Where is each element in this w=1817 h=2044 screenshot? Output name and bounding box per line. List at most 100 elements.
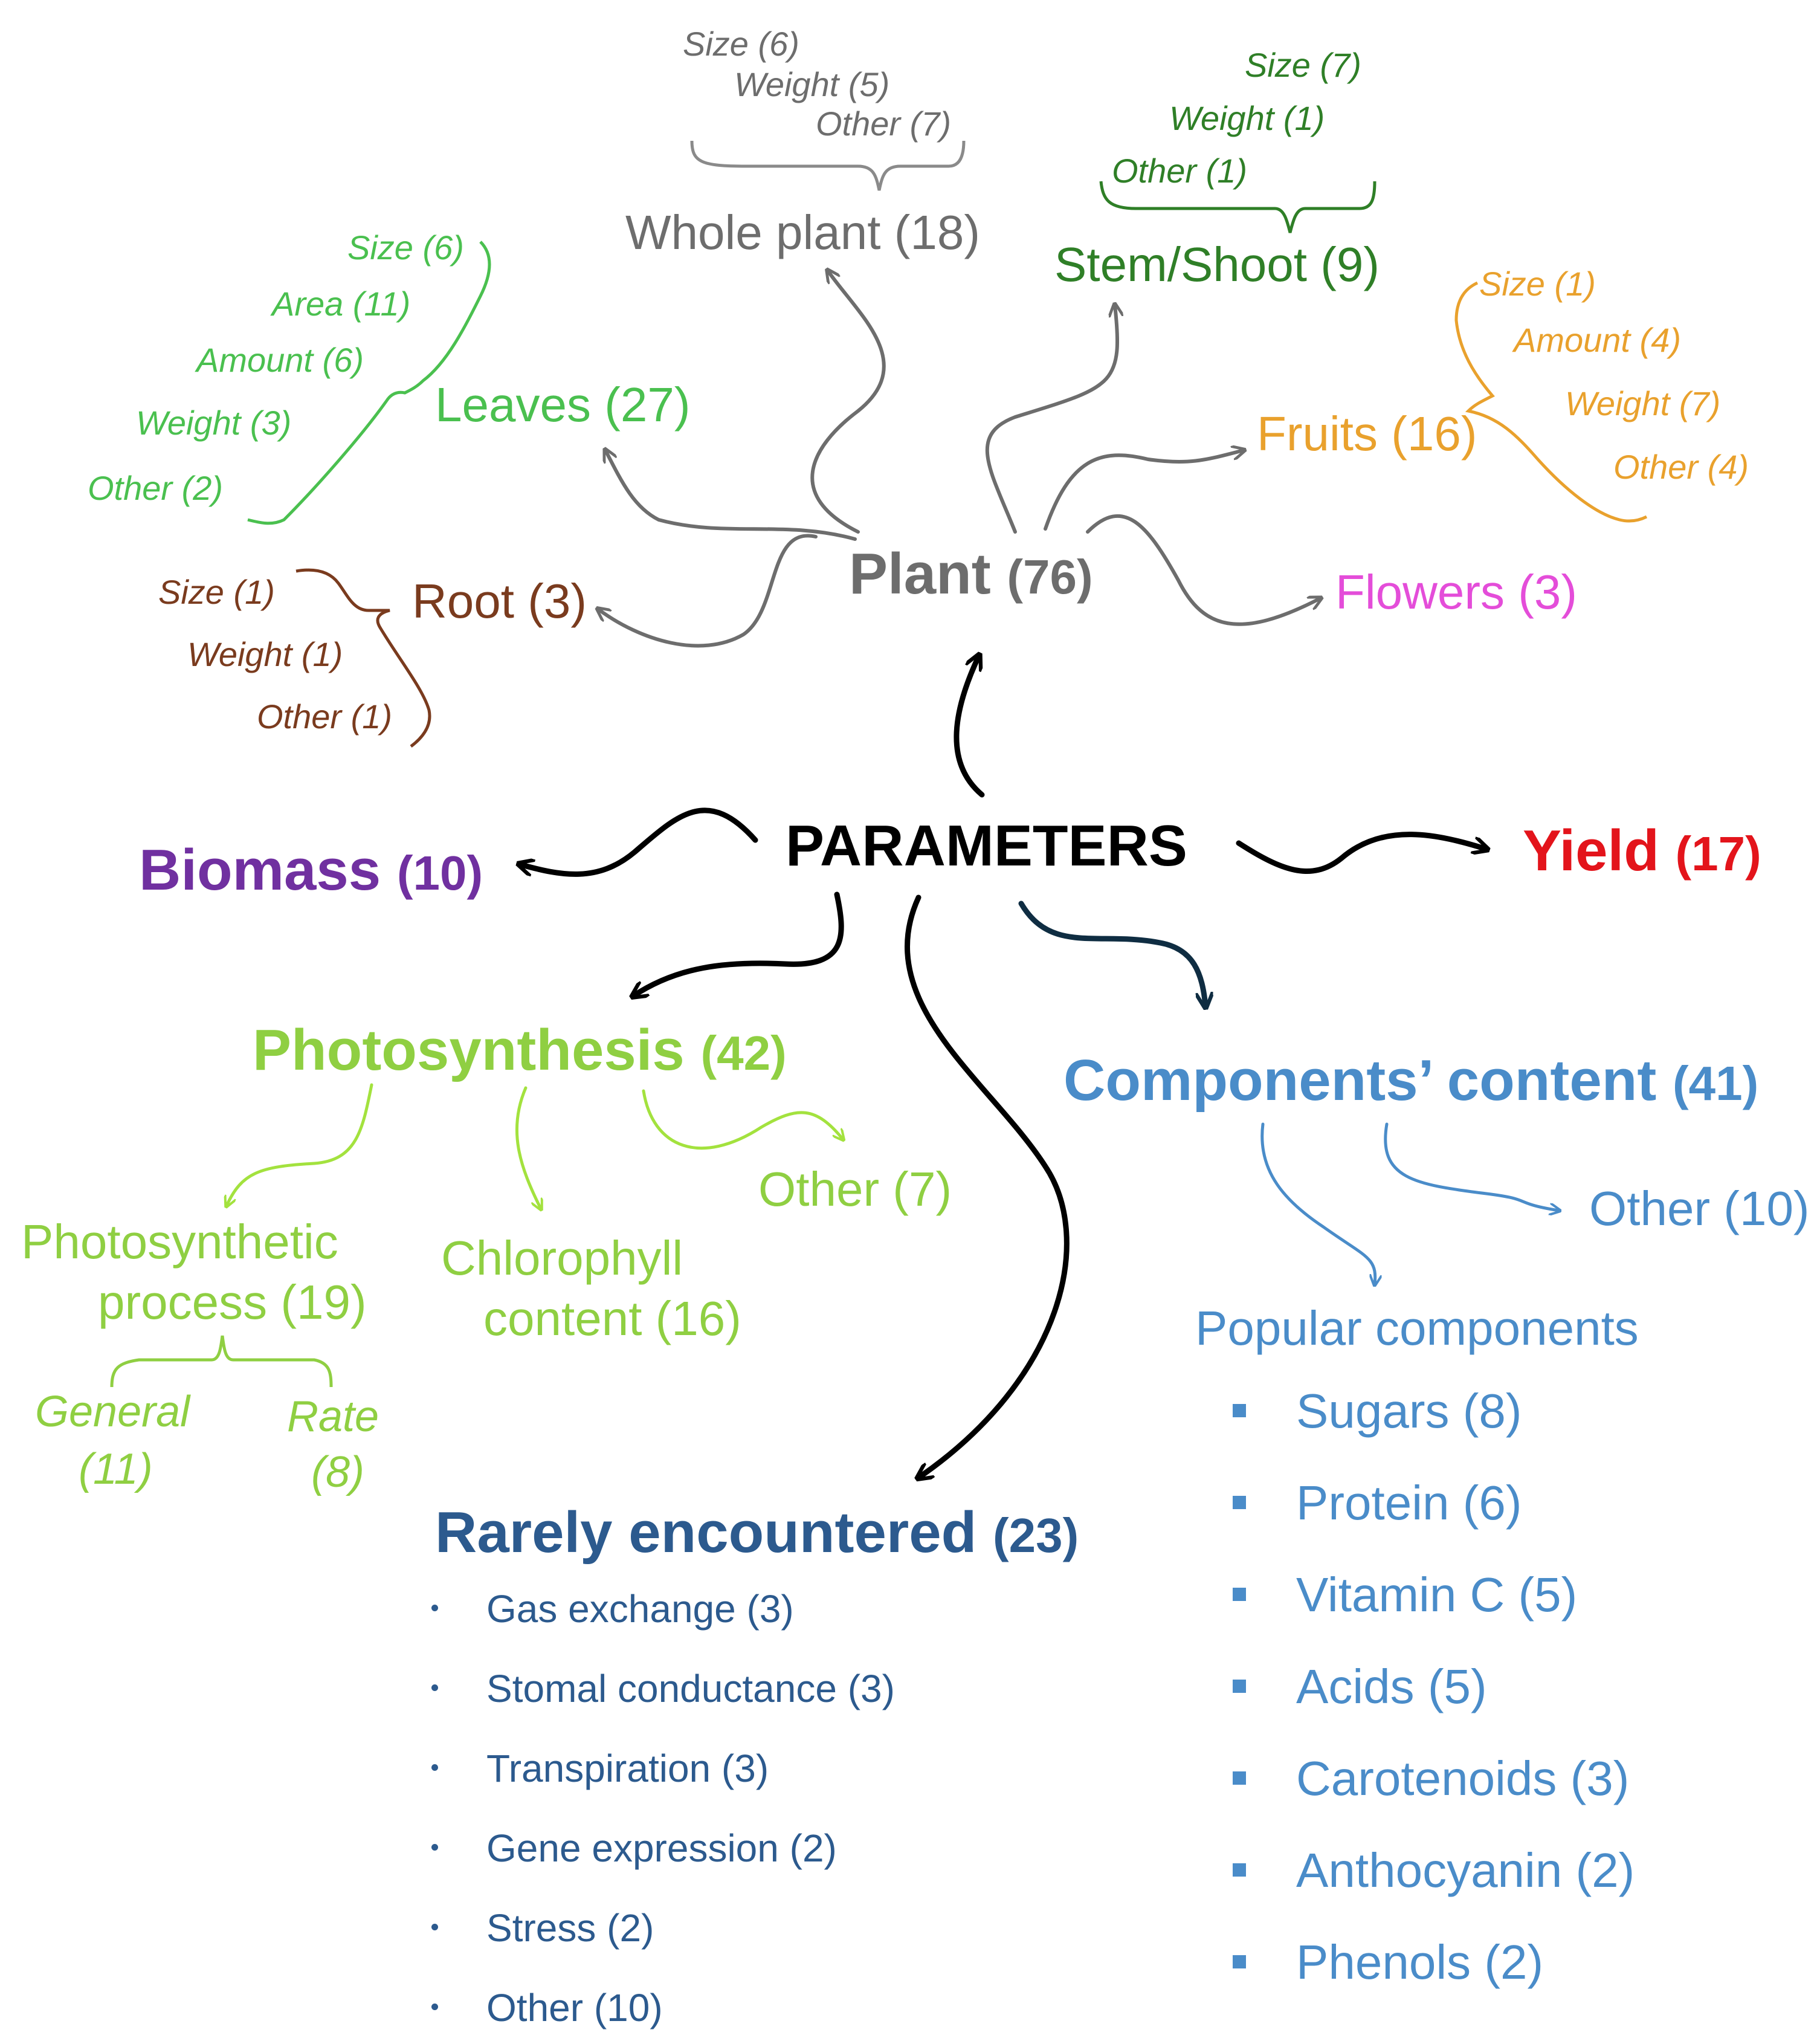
arrow-plant-to-fruits (1044, 450, 1244, 531)
arrow-parameters-to-yield (1236, 832, 1486, 874)
popular-component-item: Carotenoids (3) (1296, 1751, 1630, 1805)
biomass-node: Biomass (10) (139, 841, 483, 899)
rare-item: Other (10) (486, 1986, 663, 2029)
arrow-parameters-to-components (1018, 901, 1205, 1006)
fruits-item-amount: Amount (4) (1514, 321, 1681, 359)
brace-stem (1099, 181, 1376, 233)
yield-label: Yield (1523, 818, 1659, 883)
popular-component-item: Protein (6) (1296, 1476, 1522, 1530)
arrow-parameters-to-rare (905, 894, 1070, 1478)
components-other: Other (10) (1589, 1182, 1810, 1235)
whole-plant-item-weight: Weight (5) (734, 65, 890, 103)
popular-component-item: Sugars (8) (1296, 1384, 1522, 1438)
chlorophyll-line2: content (16) (483, 1292, 741, 1345)
popular-bullet-icon (1233, 1771, 1246, 1785)
leaves-item-weight: Weight (3) (136, 404, 292, 442)
fruits-item-other: Other (4) (1613, 448, 1749, 486)
rare-bullet-icon (431, 1684, 438, 1691)
rare-bullet-icon (431, 1605, 438, 1611)
biomass-label: Biomass (139, 838, 381, 902)
rare-item: Gene expression (2) (486, 1826, 837, 1870)
biomass-count: (10) (396, 846, 483, 900)
center-label: PARAMETERS (786, 813, 1187, 878)
stem-item-other: Other (1) (1112, 152, 1248, 190)
leaves-item-area: Area (11) (272, 285, 411, 323)
stem-label: Stem/Shoot (9) (1054, 238, 1380, 291)
arrow-plant-to-whole-plant (810, 271, 886, 534)
process-rate-label: Rate (287, 1392, 379, 1441)
arrow-plant-to-root (598, 534, 818, 648)
popular-bullet-icon (1233, 1680, 1246, 1693)
process-rate-count: (8) (311, 1448, 364, 1496)
root-item-other: Other (1) (257, 697, 393, 736)
flowers-label: Flowers (3) (1335, 565, 1578, 619)
process-general-label: General (35, 1388, 190, 1436)
root-label: Root (3) (412, 574, 587, 628)
plant-node: Plant (76) (849, 545, 1093, 603)
fruits-label: Fruits (16) (1257, 407, 1477, 461)
rare-bullet-icon (431, 1844, 438, 1851)
whole-plant-item-size: Size (6) (683, 25, 799, 63)
rare-item: Gas exchange (3) (486, 1587, 794, 1631)
root-item-size: Size (1) (158, 573, 275, 611)
yield-node: Yield (17) (1523, 822, 1761, 880)
rare-bullet-icon (431, 1764, 438, 1771)
plant-count: (76) (1007, 550, 1093, 604)
rare-bullet-icon (431, 1924, 438, 1930)
brace-photosynthetic-process (110, 1335, 333, 1388)
photosynthetic-process-line2: process (19) (98, 1275, 367, 1329)
arrow-plant-to-flowers (1086, 514, 1320, 626)
root-item-weight: Weight (1) (187, 635, 343, 673)
brace-leaves (247, 241, 491, 525)
brace-whole-plant (690, 140, 966, 191)
leaves-label: Leaves (27) (435, 378, 691, 432)
rare-node: Rarely encountered (23) (435, 1504, 1079, 1562)
popular-bullet-icon (1233, 1496, 1246, 1509)
whole-plant-item-other: Other (7) (816, 105, 952, 143)
arrow-photo-to-process (227, 1083, 373, 1206)
popular-bullet-icon (1233, 1588, 1246, 1601)
arrow-components-to-other (1384, 1122, 1559, 1211)
photosynthesis-label: Photosynthesis (253, 1018, 685, 1082)
popular-components-title: Popular components (1195, 1301, 1639, 1355)
photosynthesis-node: Photosynthesis (42) (253, 1021, 787, 1079)
arrow-parameters-to-photosynthesis (633, 891, 844, 996)
popular-bullet-icon (1233, 1404, 1246, 1417)
process-general-count: (11) (79, 1445, 153, 1493)
rare-label: Rarely encountered (435, 1500, 977, 1565)
leaves-item-size: Size (6) (347, 228, 464, 267)
rare-item: Transpiration (3) (486, 1747, 769, 1790)
rare-bullet-icon (431, 2004, 438, 2010)
components-node: Components’ content (41) (1063, 1052, 1758, 1110)
photosynthetic-process-line1: Photosynthetic (21, 1215, 338, 1269)
brace-root (295, 568, 431, 748)
popular-component-item: Phenols (2) (1296, 1935, 1544, 1989)
popular-bullet-icon (1233, 1863, 1246, 1877)
brace-fruits (1454, 281, 1648, 523)
components-label: Components’ content (1063, 1048, 1657, 1113)
rare-item: Stomal conductance (3) (486, 1667, 895, 1710)
stem-item-size: Size (7) (1245, 46, 1361, 84)
photosynthesis-count: (42) (700, 1026, 787, 1080)
popular-bullet-icon (1233, 1955, 1246, 1968)
fruits-item-weight: Weight (7) (1565, 384, 1721, 422)
yield-count: (17) (1675, 827, 1761, 881)
chlorophyll-line1: Chlorophyll (441, 1231, 683, 1285)
components-count: (41) (1673, 1056, 1759, 1110)
arrow-photo-to-other (642, 1089, 843, 1150)
rare-item: Stress (2) (486, 1906, 654, 1950)
popular-component-item: Anthocyanin (2) (1296, 1843, 1635, 1897)
arrow-parameters-to-biomass (520, 807, 758, 877)
arrow-plant-to-stem (985, 305, 1117, 534)
leaves-item-amount: Amount (6) (196, 341, 364, 379)
arrow-plant-to-leaves (605, 450, 857, 541)
plant-label: Plant (849, 542, 991, 606)
stem-item-weight: Weight (1) (1169, 99, 1325, 137)
popular-component-item: Acids (5) (1296, 1660, 1487, 1713)
rare-count: (23) (992, 1509, 1079, 1562)
leaves-item-other: Other (2) (88, 469, 224, 507)
photosynthesis-other: Other (7) (758, 1162, 952, 1216)
popular-component-item: Vitamin C (5) (1296, 1568, 1578, 1622)
